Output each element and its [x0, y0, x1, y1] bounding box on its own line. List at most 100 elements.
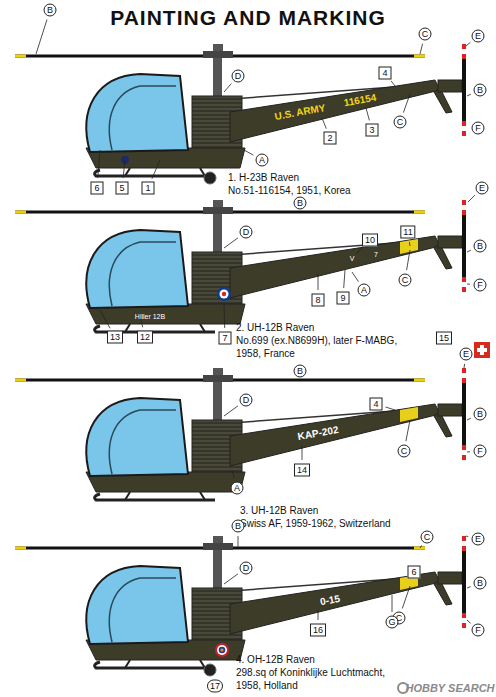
- leader-line: [244, 150, 253, 155]
- leader-line: [356, 247, 363, 254]
- aircraft-marking: Hiller 12B: [135, 313, 165, 320]
- leader-line: [406, 420, 410, 441]
- aircraft-marking: 7: [374, 251, 378, 258]
- swiss-cross: [477, 348, 487, 352]
- callout-number: 7: [219, 332, 232, 345]
- aircraft-marking: 116154: [343, 92, 377, 109]
- aircraft-marking: 0-15: [319, 593, 341, 607]
- caption-text: 298.sq of Koninklijke Luchtmacht,: [236, 667, 385, 679]
- leader-line: [302, 446, 303, 460]
- roundel: [219, 647, 226, 654]
- leader-line: [466, 536, 468, 538]
- title: PAINTING AND MARKING: [0, 6, 496, 30]
- callout-letter: A: [358, 284, 371, 297]
- caption-text: 1958, Holland: [236, 680, 298, 692]
- roundel: [220, 648, 223, 651]
- leader-line: [407, 250, 410, 270]
- leader-line: [467, 451, 470, 452]
- wheel: [204, 172, 216, 184]
- helicopter-3: [15, 368, 466, 500]
- callout-number: 1: [142, 182, 155, 195]
- caption-text: 1958, France: [236, 348, 295, 360]
- yellow-band: [400, 239, 418, 254]
- callout-letter: F: [472, 122, 485, 135]
- callout-number: 14: [294, 464, 310, 477]
- leader-line: [318, 274, 319, 290]
- leader-line: [467, 418, 471, 420]
- helicopter-2: [15, 200, 466, 332]
- callout-number: 15: [436, 332, 452, 345]
- leader-line: [344, 270, 345, 288]
- callout-number: 4: [379, 67, 392, 80]
- leader-line: [467, 284, 470, 285]
- callout-number: 2: [324, 132, 337, 145]
- callout-letter: B: [294, 197, 307, 210]
- callout-letter: B: [474, 84, 487, 97]
- leader-line: [420, 44, 423, 54]
- aircraft-marking: KAP-202: [297, 424, 339, 442]
- leader-line: [464, 364, 466, 368]
- roundel: [217, 645, 227, 655]
- leader-line: [420, 545, 422, 548]
- leader-line: [318, 610, 319, 620]
- leader-line: [98, 150, 100, 178]
- roundel: [220, 290, 229, 299]
- callout-letter: 17: [207, 680, 223, 693]
- callout-number: 12: [137, 331, 153, 344]
- callout-number: 5: [116, 182, 129, 195]
- callout-number: 13: [107, 331, 123, 344]
- leader-line: [467, 250, 471, 252]
- roundel: [217, 287, 231, 301]
- callout-letter: C: [419, 28, 432, 41]
- callout-letter: B: [44, 4, 57, 17]
- aircraft-marking: U.S. ARMY: [274, 102, 326, 122]
- wheel: [204, 664, 216, 676]
- callout-letter: C: [398, 445, 411, 458]
- callout-letter: F: [472, 624, 485, 637]
- yellow-band: [400, 407, 418, 422]
- leader-line: [36, 20, 47, 55]
- callout-letter: D: [240, 394, 253, 407]
- leader-line: [152, 160, 160, 179]
- watermark: HOBBY SEARCH: [405, 682, 494, 694]
- callout-letter: F: [474, 279, 487, 292]
- leader-line: [467, 620, 471, 623]
- leader-line: [466, 42, 470, 46]
- leader-line: [386, 407, 396, 410]
- callout-letter: B: [474, 240, 487, 253]
- callout-letter: G: [385, 616, 398, 629]
- leader-line: [123, 160, 125, 178]
- caption-text: No.699 (ex.N8699H), later F-MABG,: [236, 335, 397, 347]
- leader-line: [224, 574, 238, 584]
- callout-number: 3: [366, 124, 379, 137]
- caption-text: 2. UH-12B Raven: [236, 322, 314, 334]
- caption-text: 3. UH-12B Raven: [240, 505, 318, 517]
- leader-line: [224, 303, 226, 328]
- callout-letter: E: [472, 533, 485, 546]
- helicopter-4: [15, 536, 466, 668]
- callout-letter: A: [231, 482, 244, 495]
- leader-line: [322, 118, 326, 129]
- callout-number: 6: [91, 182, 104, 195]
- callout-letter: B: [474, 408, 487, 421]
- callout-letter: D: [240, 226, 253, 239]
- leader-line: [366, 108, 369, 120]
- callout-number: 6: [408, 566, 421, 579]
- callout-letter: E: [476, 182, 489, 195]
- leader-line: [467, 587, 471, 588]
- callout-letter: B: [474, 577, 487, 590]
- leader-line: [100, 310, 110, 328]
- callout-number: 10: [362, 234, 378, 247]
- caption-text: No.51-116154, 1951, Korea: [228, 185, 351, 197]
- callout-letter: E: [472, 30, 485, 43]
- leader-line: [468, 195, 475, 202]
- callout-letter: C: [394, 116, 407, 129]
- callout-number: 11: [400, 226, 415, 239]
- roundel: [222, 292, 226, 296]
- leader-line: [403, 94, 410, 113]
- callout-letter: B: [294, 365, 307, 378]
- caption-text: 4. OH-12B Raven: [236, 654, 315, 666]
- caption-text: 1. H-23B Raven: [228, 172, 299, 184]
